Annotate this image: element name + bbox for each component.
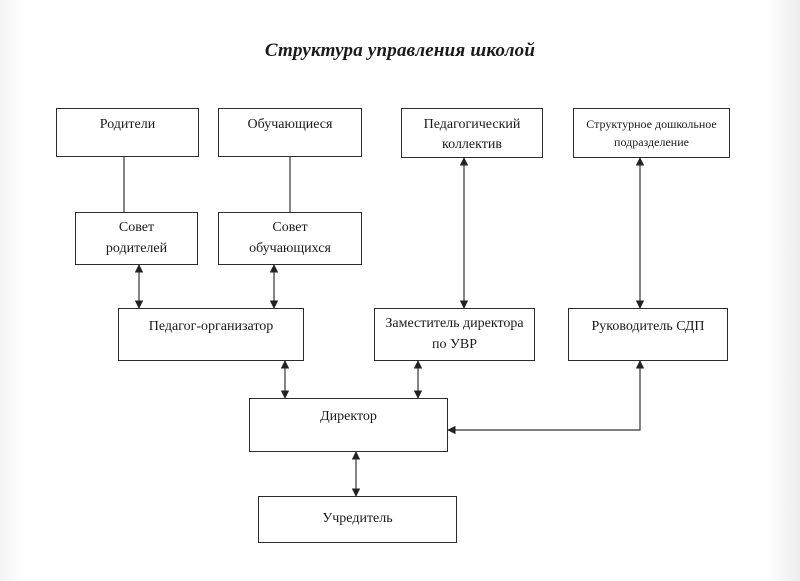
deputy-uvr-label: Заместитель директора по УВР [385, 316, 524, 352]
students-council-label: Совет обучающихся [249, 220, 331, 256]
arrow-head-sdp-director [447, 360, 645, 435]
founder-box: Учредитель [258, 496, 457, 543]
ped-team-box: Педагогический коллектив [401, 108, 543, 158]
ped-organizer-box: Педагог-организатор [118, 308, 304, 361]
students-label: Обучающиеся [247, 117, 333, 132]
students-box: Обучающиеся [218, 108, 362, 157]
director-box: Директор [249, 398, 448, 452]
head-sdp-box: Руководитель СДП [568, 308, 728, 361]
parents-council-box: Совет родителей [75, 212, 198, 265]
ped-team-label: Педагогический коллектив [423, 117, 521, 153]
preschool-unit-box: Структурное дошкольное подразделение [573, 108, 730, 158]
ped-organizer-label: Педагог-организатор [148, 319, 274, 334]
parents-label: Родители [99, 117, 156, 132]
parents-box: Родители [56, 108, 199, 157]
preschool-unit-label: Структурное дошкольное подразделение [586, 117, 717, 149]
parents-council-label: Совет родителей [105, 220, 168, 256]
students-council-box: Совет обучающихся [218, 212, 362, 265]
founder-label: Учредитель [322, 511, 393, 527]
diagram-title: Структура управления школой [264, 40, 536, 61]
head-sdp-label: Руководитель СДП [591, 319, 705, 334]
director-label: Директор [320, 409, 377, 424]
deputy-uvr-box: Заместитель директора по УВР [374, 308, 535, 361]
